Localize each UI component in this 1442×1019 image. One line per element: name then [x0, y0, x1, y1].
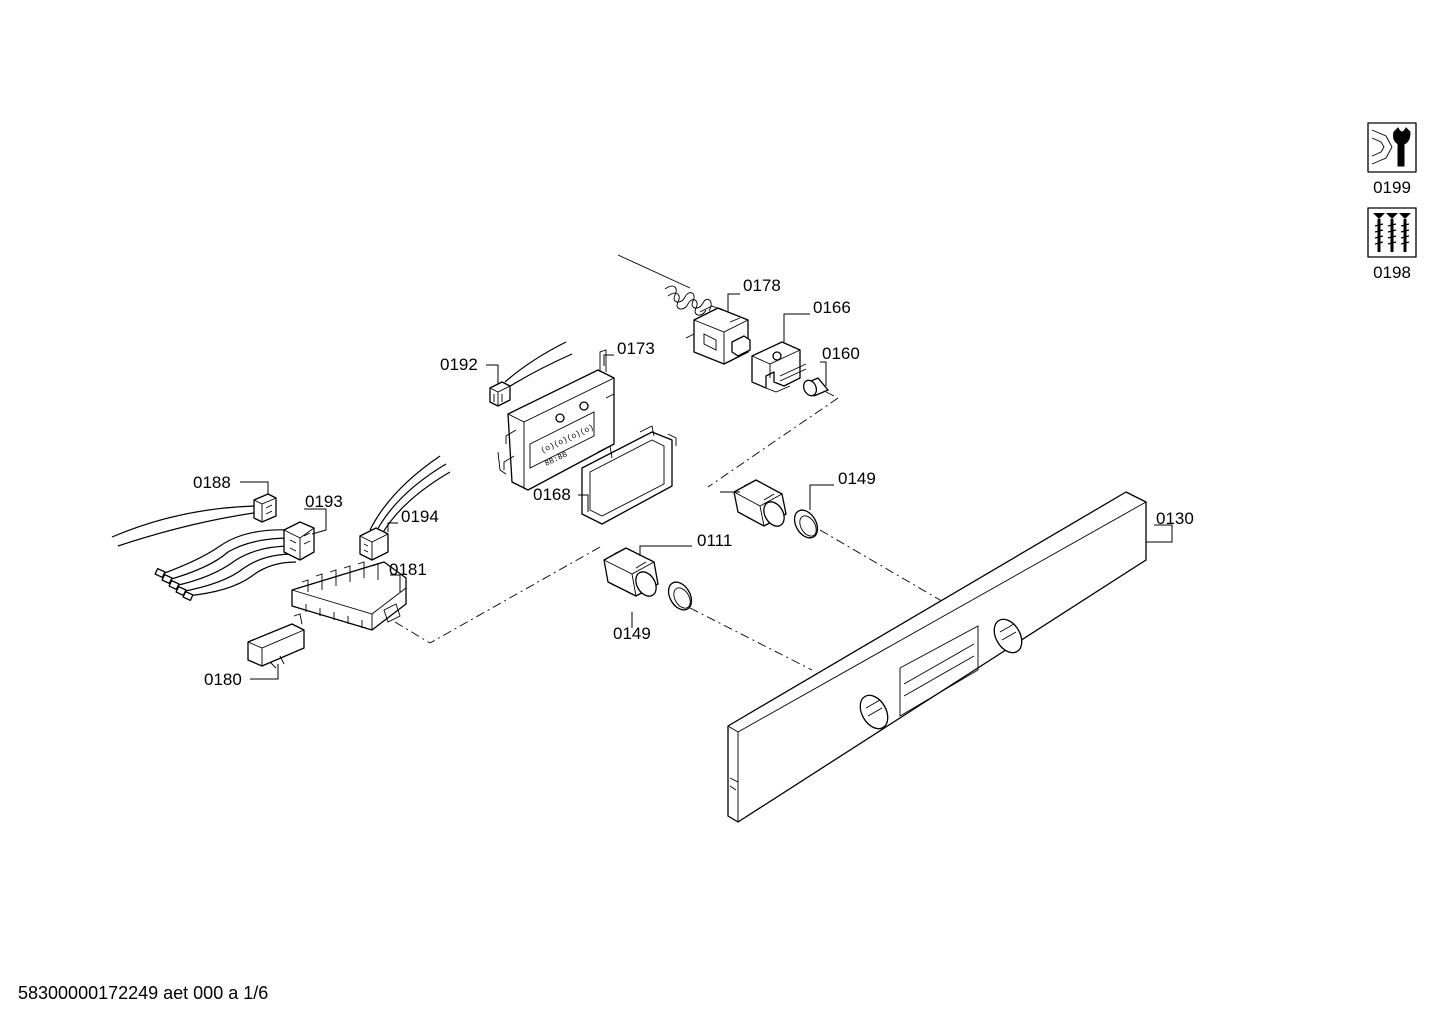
connector-0192-part[interactable]: [489, 341, 573, 407]
assembly-axis-lower: [394, 546, 813, 671]
part-label-0180: 0180: [204, 670, 242, 689]
control-panel-part[interactable]: [727, 491, 1147, 823]
connector-0188-part[interactable]: [111, 493, 277, 547]
tool-wrench-icon[interactable]: [1367, 122, 1417, 173]
bezel-ring-upper-part[interactable]: [790, 506, 822, 542]
display-frame-part[interactable]: [581, 425, 677, 525]
thermostat-part[interactable]: [617, 254, 751, 365]
part-label-0194: 0194: [401, 507, 439, 526]
part-label-0181: 0181: [389, 560, 427, 579]
part-label-0149-lower: 0149: [613, 624, 651, 643]
bracket-part[interactable]: [751, 341, 807, 393]
part-label-0160: 0160: [822, 344, 860, 363]
part-label-0188: 0188: [193, 473, 231, 492]
clip-part[interactable]: [247, 613, 305, 669]
part-label-0173: 0173: [617, 339, 655, 358]
part-label-0178: 0178: [743, 276, 781, 295]
connector-0193-part[interactable]: [154, 521, 315, 602]
lamp-holder-part[interactable]: [801, 377, 835, 398]
part-label-0130: 0130: [1156, 509, 1194, 528]
part-label-0166: 0166: [813, 298, 851, 317]
part-label-0192: 0192: [440, 355, 478, 374]
part-label-0199: 0199: [1373, 178, 1411, 197]
part-label-0149-upper: 0149: [838, 469, 876, 488]
control-module-part[interactable]: (o)(o)(o)(o) 88:88: [497, 349, 615, 491]
part-label-0193: 0193: [305, 492, 343, 511]
screws-icon[interactable]: [1367, 207, 1417, 258]
rotary-switch-upper-part[interactable]: [733, 479, 788, 530]
rotary-switch-lower-part[interactable]: [603, 547, 660, 600]
document-reference: 58300000172249 aet 000 a 1/6: [18, 983, 268, 1003]
part-label-0168: 0168: [533, 485, 571, 504]
terminal-block-part[interactable]: [291, 561, 407, 631]
part-label-0198: 0198: [1373, 263, 1411, 282]
part-label-0111: 0111: [697, 531, 732, 550]
bezel-ring-lower-part[interactable]: [664, 578, 696, 614]
connector-0194-part[interactable]: [359, 455, 451, 561]
